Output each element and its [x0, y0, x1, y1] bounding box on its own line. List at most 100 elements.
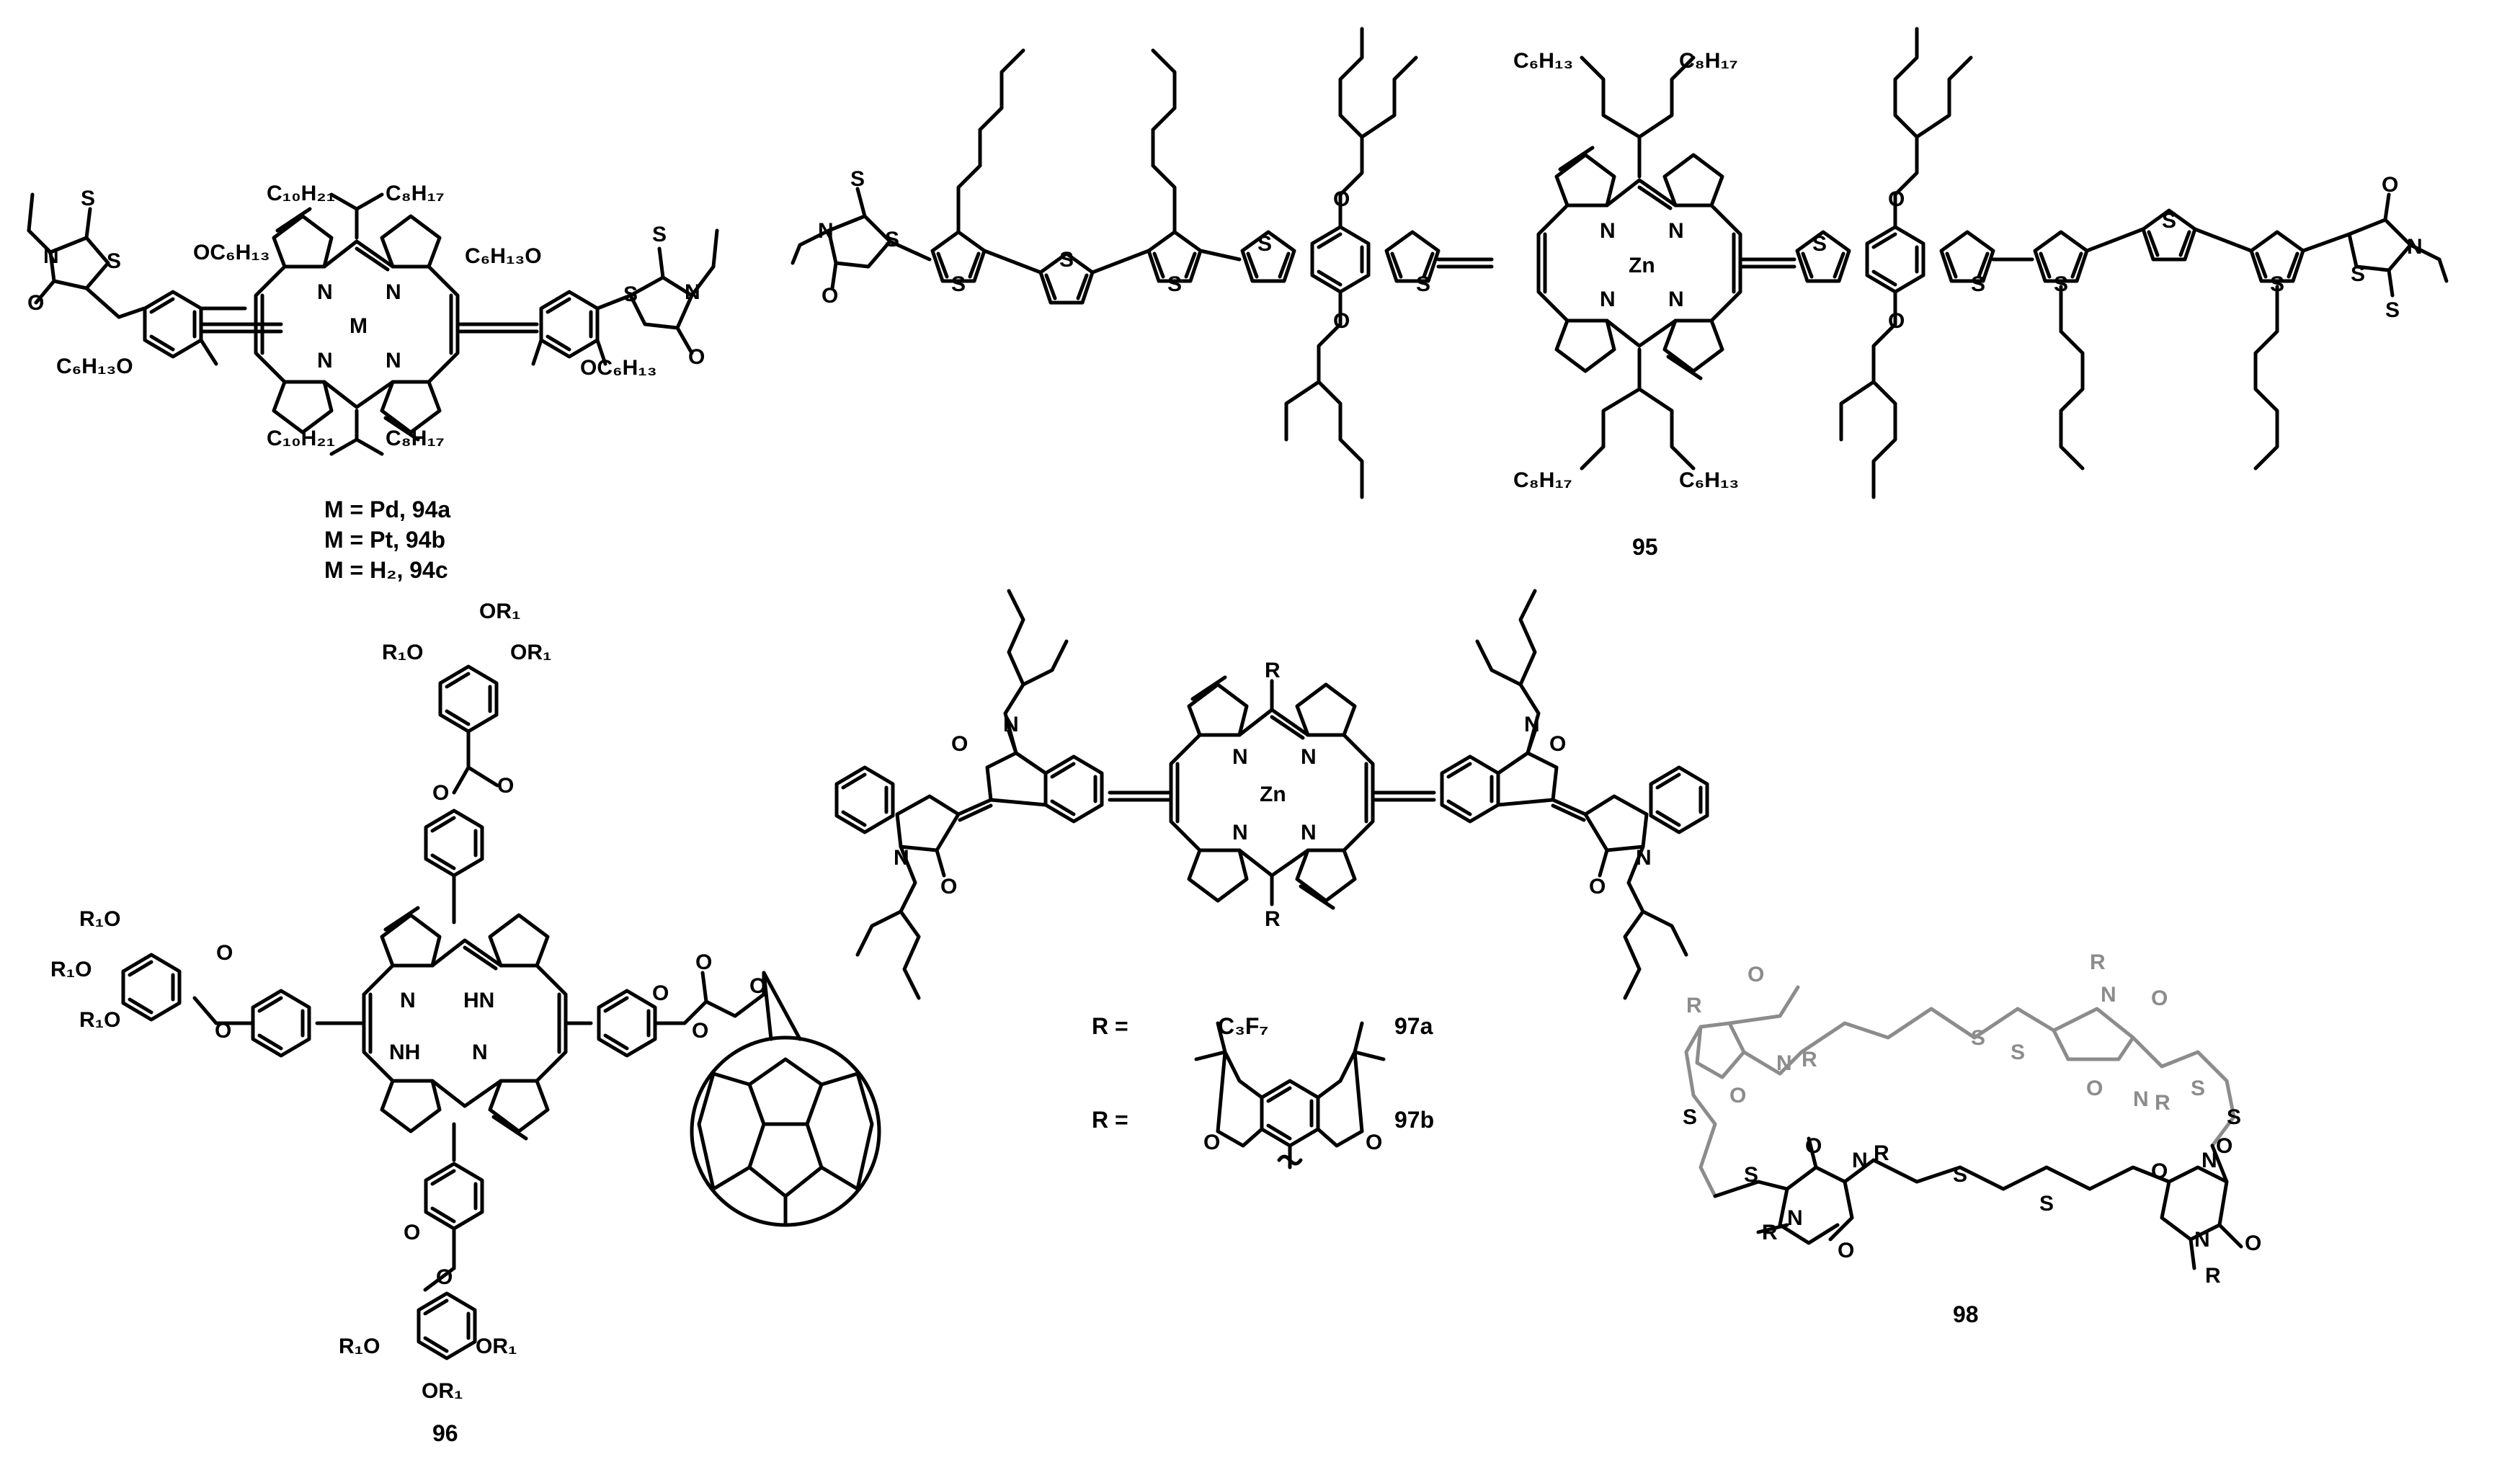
c98-r7: R: [2205, 1264, 2221, 1288]
r-bot-left-label: C₁₀H₂₁: [267, 427, 335, 450]
porphyrin-n2-label: N: [386, 280, 401, 304]
c97a-prefix: R =: [1092, 1013, 1128, 1039]
c95-bdt-o-bot: O: [1333, 309, 1350, 333]
c98-n4: N: [2201, 1149, 2217, 1172]
c98-s8: S: [2039, 1192, 2054, 1216]
c98-s1: S: [1971, 1026, 1985, 1050]
r-top-right-label: C₈H₁₇: [386, 182, 445, 205]
c95-bdt3-s: S: [1812, 232, 1827, 256]
c98-s4: S: [2227, 1105, 2241, 1129]
c97-o-right-top: O: [1549, 732, 1566, 756]
c97-r-bot: R: [1265, 907, 1281, 931]
carbonyl-o-right-label: O: [688, 345, 705, 369]
c98-o4: O: [2086, 1077, 2103, 1100]
c96-o-link-bot: O: [436, 1265, 453, 1289]
c95-r-bot-right: C₆H₁₃: [1679, 468, 1739, 492]
c95-bdt4-s: S: [1971, 272, 1985, 296]
c95-o-right: O: [2382, 173, 2398, 197]
c96-o-ester-left: O: [216, 941, 233, 965]
c98-r6: R: [1762, 1221, 1778, 1244]
c95-ring-s-right: S: [2351, 262, 2365, 286]
c98-o8: O: [2151, 1159, 2168, 1183]
c98-o7: O: [1838, 1239, 1854, 1262]
c98-o2: O: [1729, 1084, 1746, 1108]
c98-s6: S: [1744, 1163, 1758, 1187]
c96-r1o-top: R₁O: [382, 641, 423, 664]
c96-o-link-top: O: [432, 781, 449, 805]
c97b-o-right: O: [1366, 1131, 1382, 1154]
c98-r1: R: [1686, 994, 1702, 1017]
c97-zn: Zn: [1260, 783, 1286, 806]
c96-n2: N: [472, 1041, 488, 1064]
c96-o-right4: O: [695, 950, 712, 974]
metal-label: M: [349, 314, 368, 338]
c97-o-right-bot: O: [1589, 875, 1606, 899]
compound-id-96: 96: [432, 1420, 458, 1446]
r-top-left-label: C₁₀H₂₁: [267, 182, 335, 205]
c98-s5: S: [1683, 1105, 1697, 1129]
c98-s3: S: [2191, 1077, 2205, 1100]
rhodanine-n-label: N: [43, 244, 59, 268]
c98-r4: R: [2155, 1091, 2171, 1115]
c95-thione-s-left: S: [850, 167, 865, 191]
compound-id-98: 98: [1953, 1301, 1979, 1327]
c96-or1-top-r: OR₁: [510, 641, 551, 664]
thione-s-right-label: S: [652, 223, 667, 246]
c95-th2-s: S: [1059, 248, 1074, 272]
c97-n4: N: [1301, 821, 1317, 845]
porphyrin-n4-label: N: [386, 349, 401, 373]
c95-n-left: N: [818, 219, 834, 243]
c97-n2: N: [1301, 745, 1317, 769]
c97b-o-left: O: [1203, 1131, 1220, 1154]
c96-n1: N: [400, 989, 416, 1012]
compound-96: OR₁ R₁O OR₁ O O N HN NH N O O R₁O R₁O R₁…: [50, 600, 881, 1446]
c96-or1-bot-r: OR₁: [476, 1335, 517, 1358]
compound-97: R R Zn N N N N N O N O N O N O O O R = C…: [837, 589, 1707, 1169]
c95-n-right: N: [2407, 235, 2423, 259]
c95-th1-s: S: [951, 272, 966, 296]
c96-or1-bot: OR₁: [422, 1379, 463, 1403]
c96-nh: NH: [389, 1041, 420, 1064]
c97a-group: C₃F₇: [1218, 1013, 1268, 1039]
c98-o3: O: [2151, 986, 2168, 1010]
compound-id-94b: M = Pt, 94b: [324, 527, 445, 553]
c97b-prefix: R =: [1092, 1107, 1128, 1133]
compound-94: S N S O OC₆H₁₃ C₆H₁₃O C₁₀H₂₁ C₈H₁₇ C₁₀H₂…: [27, 182, 719, 583]
c95-o-left: O: [822, 284, 838, 308]
compound-id-95: 95: [1632, 534, 1658, 560]
c97-n-left-top: N: [1003, 713, 1019, 736]
c98-r3: R: [2090, 950, 2106, 974]
compound-id-97a: 97a: [1394, 1013, 1433, 1039]
c95-r-bot-left: C₈H₁₇: [1513, 468, 1572, 492]
oc6-top-left-label: OC₆H₁₃: [193, 241, 270, 264]
r-bot-right-label: C₈H₁₇: [386, 427, 445, 450]
thione-s-label: S: [81, 187, 95, 210]
c98-n7: N: [2194, 1228, 2210, 1252]
compound-id-94a: M = Pd, 94a: [324, 496, 450, 522]
c96-o-link-left: O: [215, 1019, 231, 1043]
c96-o-ester-bot: O: [404, 1221, 420, 1244]
c95-bdt1-s: S: [1257, 232, 1272, 256]
c95-n1: N: [1600, 219, 1616, 243]
c96-o-ester-top: O: [497, 774, 514, 798]
porphyrin-n3-label: N: [317, 349, 333, 373]
c95-n4: N: [1668, 288, 1684, 311]
compound-98: R O N R O S S R N O O N R S S O N S S O …: [1683, 950, 2261, 1327]
c98-n2: N: [2101, 983, 2116, 1007]
c98-r5: R: [1874, 1141, 1889, 1165]
c95-bdt-o-bot-r: O: [1888, 309, 1905, 333]
c95-zn-label: Zn: [1629, 254, 1655, 277]
c95-thione-s-right: S: [2385, 298, 2400, 322]
c96-hn: HN: [463, 989, 494, 1012]
c97-n3: N: [1232, 821, 1248, 845]
c95-th5-s: S: [2162, 209, 2176, 233]
c98-s7: S: [1953, 1163, 1967, 1187]
c98-o1: O: [1747, 963, 1764, 986]
c95-n2: N: [1668, 219, 1684, 243]
c96-r1o-left1: R₁O: [79, 907, 120, 931]
c96-o-right3: O: [749, 974, 766, 998]
compound-id-94c: M = H₂, 94c: [324, 557, 448, 583]
carbonyl-o-label: O: [27, 291, 44, 315]
c98-n1: N: [1776, 1051, 1792, 1075]
